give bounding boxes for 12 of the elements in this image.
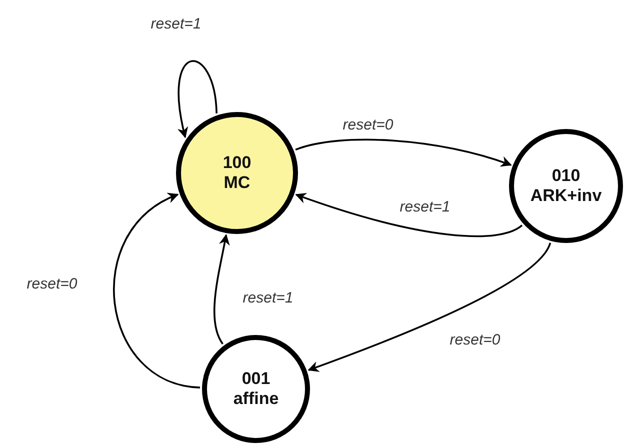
transition-arrow xyxy=(113,194,200,388)
transition-arrow xyxy=(213,234,230,344)
state-label: 010 xyxy=(552,166,580,186)
state-label: 100 xyxy=(222,153,252,173)
transition-arrow xyxy=(308,242,552,372)
state-label: MC xyxy=(224,173,250,193)
state-label: affine xyxy=(233,389,279,409)
state-label: 001 xyxy=(242,369,270,389)
transition-arrow xyxy=(295,192,522,238)
transition-arrow xyxy=(178,60,218,138)
state-label: ARK+inv xyxy=(530,186,602,206)
transition-arrow xyxy=(295,138,512,167)
